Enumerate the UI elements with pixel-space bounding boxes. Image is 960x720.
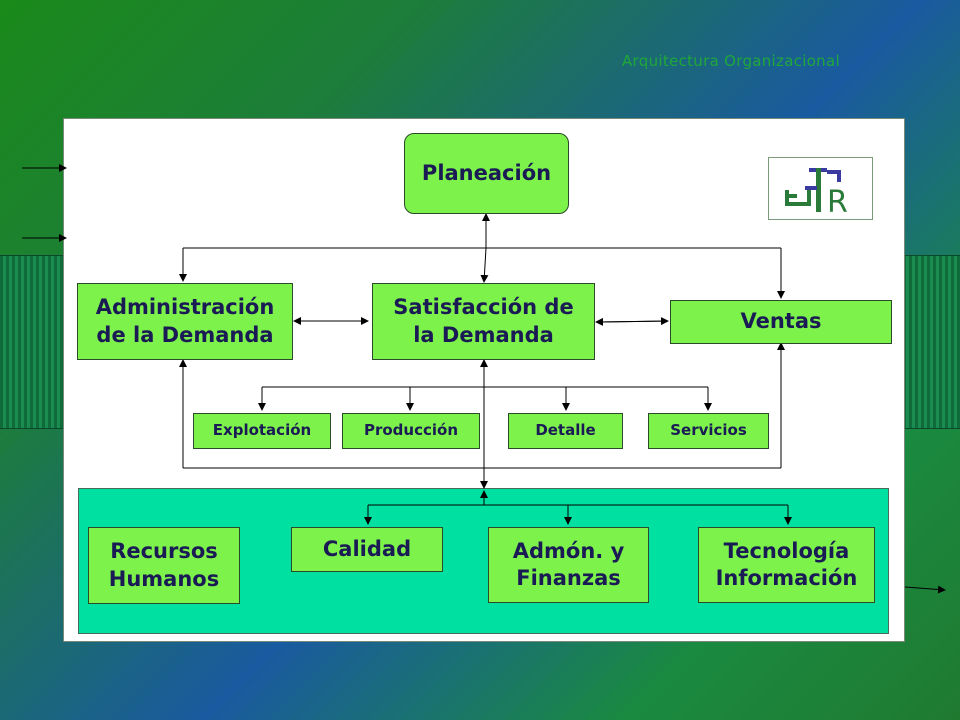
node-servicios: Servicios <box>648 413 769 449</box>
node-recursos-humanos: Recursos Humanos <box>88 527 240 604</box>
slide-title: Arquitectura Organizacional <box>622 52 840 70</box>
left-hatch-band <box>0 255 63 429</box>
node-satisfaccion-demanda: Satisfacción de la Demanda <box>372 283 595 360</box>
node-administracion-demanda: Administración de la Demanda <box>77 283 293 360</box>
node-ventas: Ventas <box>670 300 892 344</box>
node-planeacion: Planeación <box>404 133 569 214</box>
right-hatch-band <box>903 255 960 429</box>
node-produccion: Producción <box>342 413 480 449</box>
node-explotacion: Explotación <box>193 413 331 449</box>
node-calidad: Calidad <box>291 527 443 572</box>
svg-text:R: R <box>827 185 848 219</box>
gtr-logo-icon: R <box>768 157 873 220</box>
node-admon-finanzas: Admón. y Finanzas <box>488 527 649 603</box>
node-tecnologia-informacion: Tecnología Información <box>698 527 875 603</box>
node-detalle: Detalle <box>508 413 623 449</box>
